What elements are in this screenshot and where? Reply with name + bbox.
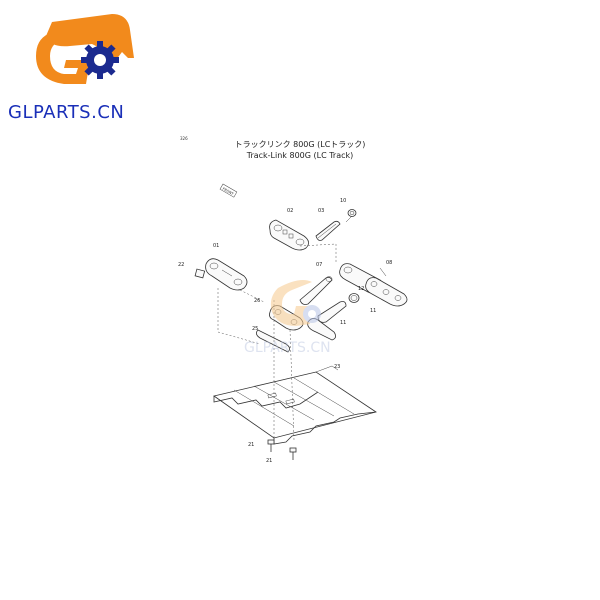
callout-label: 07 [316,262,322,268]
callout-label: 25 [252,326,258,332]
part-link-08 [339,263,408,307]
title-english: Track-Link 800G (LC Track) [246,151,354,160]
part-pin-03 [315,220,341,241]
callout-label: 11 [340,320,346,326]
front-direction-label: FRONT [219,183,238,198]
part-link-plate-02 [269,219,309,251]
part-track-shoes-23 [213,365,377,445]
callout-label: 23 [334,364,340,370]
watermark: GLPARTS.CN [244,280,331,356]
brand-logo: GLPARTS.CN [8,14,134,123]
callout-label: 03 [318,208,324,214]
logo-gear-icon [81,41,119,79]
callout-label: 08 [386,260,392,266]
callout-label: 21 [248,442,254,448]
callout-label: 21 [266,458,272,464]
title-japanese: トラックリンク 800G (LCトラック) [235,140,366,149]
logo-g-letter-icon [36,34,90,84]
callout-label: 22 [178,262,184,268]
callout-labels: 02 03 10 01 22 08 07 12 11 26 25 11 23 2… [178,198,392,464]
callout-label: 10 [340,198,346,204]
part-bushing-25 [256,329,290,353]
part-nut-22 [194,268,206,279]
callout-label: 26 [254,298,260,304]
part-seal-12 [348,293,360,303]
part-bolt-21a [267,439,275,452]
part-ring-10 [347,209,357,217]
callout-label: 11 [370,308,376,314]
leader-lines [217,215,387,441]
page-number: 326 [180,136,188,141]
watermark-logo-icon [270,280,312,326]
part-bushing-07 [299,276,333,305]
part-link-01 [205,258,248,291]
callout-label: 01 [213,243,219,249]
logo-text: GLPARTS.CN [8,102,124,123]
callout-label: 02 [287,208,293,214]
callout-label: 12 [358,286,364,292]
part-bolt-21b [289,447,297,460]
svg-text:FRONT: FRONT [222,187,235,197]
watermark-text: GLPARTS.CN [244,340,331,356]
logo-teeth-icon [98,46,134,62]
